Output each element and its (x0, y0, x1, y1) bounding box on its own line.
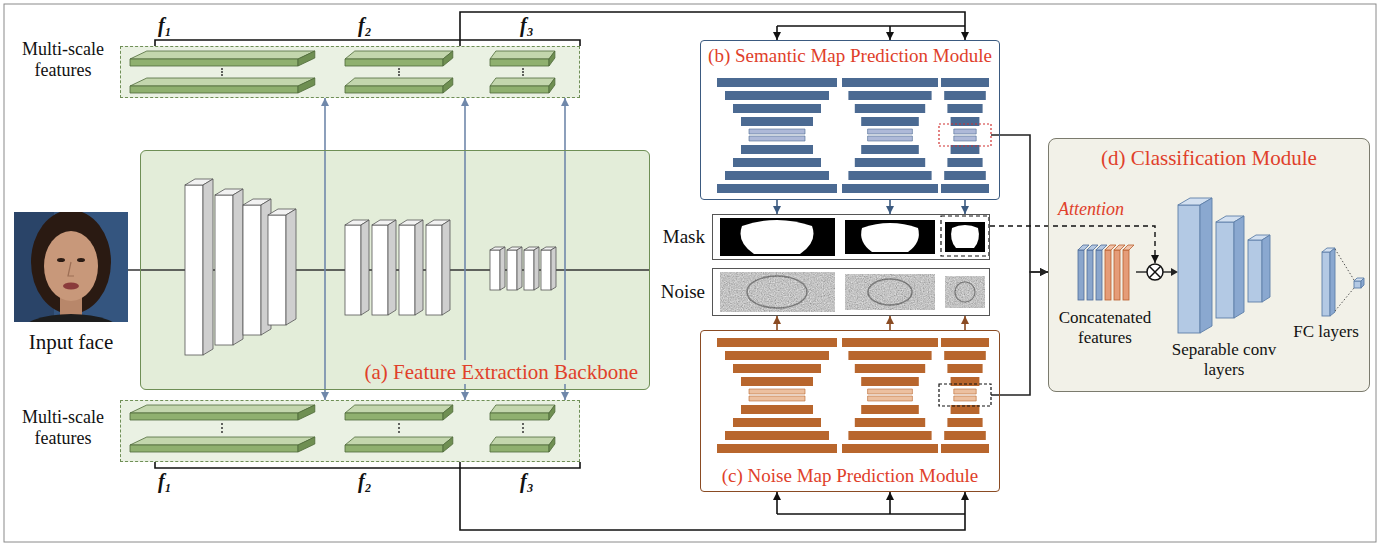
noise-module: (c) Noise Map Prediction Module (700, 330, 1000, 492)
arrow-head (886, 32, 894, 40)
connector-line (564, 98, 566, 400)
arrow-head (773, 492, 781, 500)
feature-label: f₃ (520, 470, 534, 493)
arrow-head (773, 32, 781, 40)
connector (990, 226, 1159, 263)
semantic-module: (b) Semantic Map Prediction Module (700, 40, 1000, 200)
feature-label: f₂ (358, 14, 372, 37)
arrow-head (1040, 268, 1048, 276)
feature-label: f₃ (520, 14, 534, 37)
connector (1000, 268, 1048, 395)
outer-frame (4, 4, 1376, 542)
decoder-stacks (717, 78, 1000, 453)
arrow-head (321, 392, 329, 400)
backbone-module: (a) Feature Extraction Backbone (140, 150, 650, 390)
connector (1000, 135, 1048, 276)
module-title: (b) Semantic Map Prediction Module (708, 45, 992, 67)
arrow-head (1040, 268, 1048, 276)
layer-label: Concatenated features (1048, 308, 1162, 347)
image-caption: Input face (10, 330, 132, 354)
module-fills (120, 40, 1370, 492)
arrow-head (961, 206, 969, 214)
layer-label: Separable conv layers (1166, 340, 1282, 379)
feature-group-box: Multi-scale features (120, 400, 580, 462)
connector-line (1000, 272, 1048, 395)
arrow-head (886, 492, 894, 500)
connector-line (1000, 135, 1048, 272)
module-title: (a) Feature Extraction Backbone (362, 360, 641, 384)
connector (321, 98, 569, 400)
mask-images (720, 216, 989, 256)
arrow-head (461, 392, 469, 400)
connector-line (464, 98, 466, 400)
connector-line (990, 226, 1155, 263)
feature-label: f₁ (158, 470, 172, 493)
attention-label: Attention (1058, 199, 1124, 220)
arrow-head (561, 392, 569, 400)
connector (773, 200, 969, 214)
group-heading: Multi-scale features (13, 407, 113, 448)
connector (773, 316, 969, 330)
module-title: (d) Classification Module (1101, 146, 1317, 170)
group-heading: Multi-scale features (13, 39, 113, 80)
arrow-head (321, 98, 329, 106)
noise-strip: Noise (712, 268, 990, 316)
feature-brackets (155, 40, 580, 468)
row-label: Noise (661, 281, 705, 303)
arrow-head (961, 32, 969, 40)
arrow-head (773, 316, 781, 324)
arrow-head (961, 492, 969, 500)
arrow-head (461, 98, 469, 106)
connector-line (777, 513, 965, 515)
noise-images (720, 272, 985, 312)
backbone-layers (128, 179, 650, 355)
mask-strip: Mask (712, 214, 990, 260)
module-title: (c) Noise Map Prediction Module (722, 465, 978, 487)
arrow-head (773, 206, 781, 214)
layer-label: FC layers (1284, 322, 1368, 342)
arrow-head (886, 206, 894, 214)
arrow-head (961, 316, 969, 324)
feature-group-box: Multi-scale features (120, 46, 580, 98)
input-face-image (14, 212, 128, 322)
connector-line (777, 25, 965, 27)
connector-line (324, 98, 326, 400)
feature-label: f₁ (158, 14, 172, 37)
row-label: Mask (663, 226, 705, 248)
arrow-head (561, 98, 569, 106)
arrow-head (1151, 255, 1159, 263)
feature-label: f₂ (358, 470, 372, 493)
multi-scale-feature-slabs (130, 51, 555, 452)
arrow-head (886, 316, 894, 324)
